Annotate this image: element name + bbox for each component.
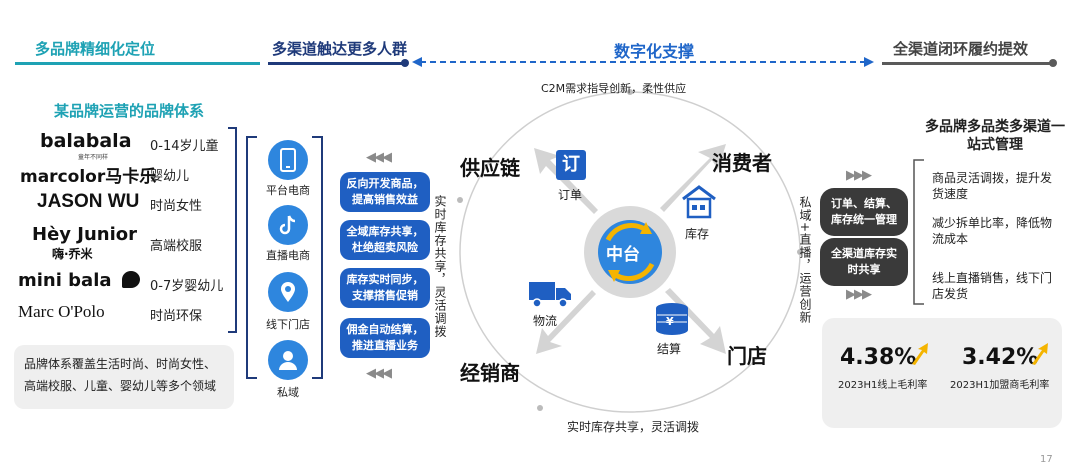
header-underline-4 — [882, 62, 1052, 65]
center-bottom-caption: 实时库存共享，灵活调拨 — [567, 420, 700, 434]
left-arrows-bottom: ◀◀◀ — [366, 366, 392, 381]
pill-commission-settlement: 佣金自动结算，推进直播业务 — [340, 318, 430, 358]
metrics-box — [822, 318, 1062, 428]
pill-unified-management: 订单、结算、库存统一管理 — [820, 188, 908, 236]
pill-inventory-sharing: 全域库存共享，杜绝超卖风险 — [340, 220, 430, 260]
right-section-title: 多品牌多品类多渠道一站式管理 — [925, 119, 1065, 153]
order-label: 订单 — [558, 188, 583, 202]
node-supply-chain: 供应链 — [460, 156, 520, 180]
brand-logo-balabala: balabala — [40, 130, 132, 152]
brand-logo-marcopolo: Marc O'Polo — [18, 302, 105, 321]
order-icon: 订 — [556, 150, 586, 180]
brand-desc: 高端校服 — [150, 239, 203, 254]
right-point: 减少拆单比率，降低物流成本 — [932, 216, 1053, 246]
header-multichannel: 多渠道触达更多人群 — [272, 40, 408, 58]
right-arrows-bottom: ▶▶▶ — [846, 287, 872, 302]
header-underline-1 — [15, 62, 260, 65]
header-brand-positioning: 多品牌精细化定位 — [35, 40, 156, 58]
channel-label: 私域 — [277, 386, 299, 399]
left-vertical-caption: 实时库存共享，灵活调拨 — [433, 195, 447, 338]
double-arrow-dashed-line — [412, 57, 874, 67]
brand-logo-balabala-tagline: 童年不同样 — [78, 154, 109, 161]
brand-logo-heyjunior: Hèy Junior — [32, 224, 138, 245]
brand-logo-heyjunior-cn: 嗨·乔米 — [52, 247, 93, 261]
node-distributor: 经销商 — [460, 361, 520, 385]
brand-summary-box: 品牌体系覆盖生活时尚、时尚女性、高端校服、儿童、婴幼儿等多个领域 — [14, 345, 234, 409]
node-store: 门店 — [727, 344, 767, 368]
right-arrows-top: ▶▶▶ — [846, 168, 872, 183]
metric-label-franchise: 2023H1加盟商毛利率 — [950, 380, 1050, 391]
logistics-label: 物流 — [533, 314, 558, 328]
header-dot-2 — [401, 59, 409, 67]
brand-desc: 0-7岁婴幼儿 — [150, 279, 224, 294]
warehouse-icon — [682, 185, 716, 219]
brand-logo-marcolor: marcolor马卡乐 — [20, 167, 157, 187]
header-dot-4 — [1049, 59, 1057, 67]
metric-value-franchise: 3.42% — [962, 345, 1039, 370]
node-consumer: 消费者 — [712, 151, 772, 175]
right-point: 线上直播销售，线下门店发货 — [932, 271, 1053, 301]
channel-label: 线下门店 — [266, 318, 310, 331]
right-vertical-caption: 私域+直播，运营创新 — [798, 196, 812, 325]
brand-desc: 时尚女性 — [150, 199, 203, 214]
center-top-caption: C2M需求指导创新，柔性供应 — [541, 82, 687, 95]
brand-bracket — [228, 127, 237, 333]
brand-desc: 时尚环保 — [150, 309, 203, 324]
user-icon — [268, 340, 308, 380]
left-arrows-top: ◀◀◀ — [366, 150, 392, 165]
yen-glyph: ¥ — [666, 315, 674, 328]
truck-icon — [529, 282, 571, 308]
minibala-heart-icon — [122, 271, 140, 288]
up-arrow-icon — [1032, 343, 1048, 365]
pill-reverse-development: 反向开发商品，提高销售效益 — [340, 172, 430, 212]
metric-label-online: 2023H1线上毛利率 — [838, 380, 928, 391]
page-number: 17 — [1040, 454, 1053, 465]
channel-bracket-left — [246, 136, 257, 379]
pill-realtime-share: 全渠道库存实时共享 — [820, 238, 908, 286]
brand-desc: 0-14岁儿童 — [150, 139, 219, 154]
pill-realtime-sync: 库存实时同步，支撑搭售促销 — [340, 268, 430, 308]
phone-icon — [268, 140, 308, 180]
up-arrow-icon — [912, 343, 928, 365]
brand-logo-minibala: mini bala — [18, 270, 112, 291]
metric-value-online: 4.38% — [840, 345, 917, 370]
header-underline-2 — [268, 62, 404, 65]
right-bracket — [913, 159, 924, 305]
tiktok-icon — [268, 205, 308, 245]
hub-label: 中台 — [606, 245, 640, 265]
location-pin-icon — [268, 272, 308, 312]
coins-icon — [656, 303, 688, 335]
brand-desc: 婴幼儿 — [150, 169, 190, 184]
channel-label: 平台电商 — [266, 184, 310, 197]
header-fulfillment: 全渠道闭环履约提效 — [893, 40, 1029, 58]
header-digital-support: 数字化支撑 — [614, 42, 695, 61]
brand-system-title: 某品牌运营的品牌体系 — [54, 102, 205, 120]
inventory-label: 库存 — [685, 227, 710, 241]
settlement-label: 结算 — [657, 342, 682, 356]
right-point: 商品灵活调拨，提升发货速度 — [932, 171, 1053, 201]
brand-logo-jasonwu: JASON WU — [37, 191, 140, 212]
channel-bracket-right — [312, 136, 323, 379]
channel-label: 直播电商 — [266, 249, 310, 262]
